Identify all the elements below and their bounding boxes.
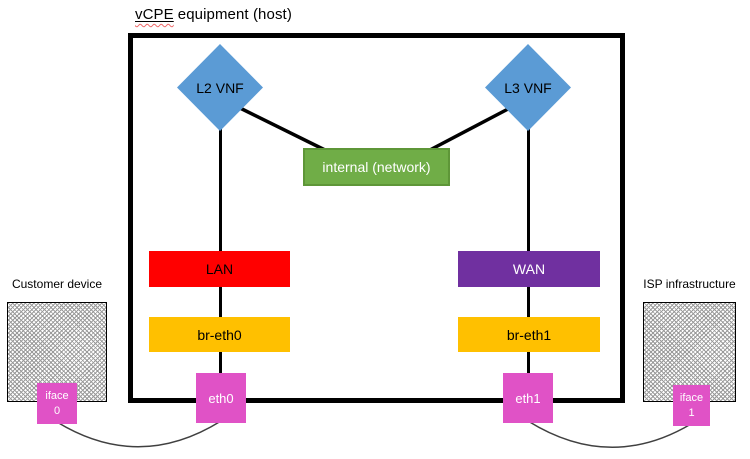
eth0-port-node: eth0 [196,373,246,423]
br-eth0-label: br-eth0 [197,326,242,343]
internal-network-label: internal (network) [322,159,431,175]
l3-vnf-label: L3 VNF [504,79,552,96]
br-eth1-bridge-node: br-eth1 [458,317,600,352]
br-eth1-label: br-eth1 [506,326,552,343]
host-boundary-box [128,33,625,403]
customer-device-label: Customer device [11,277,103,291]
iface1-number: 1 [688,406,695,419]
l2-vnf-label: L2 VNF [196,79,244,96]
wan-network-node: WAN [458,251,600,287]
cable-eth1-iface1 [527,420,692,448]
iface0-word: iface [45,389,69,402]
title-rest: equipment (host) [177,6,292,23]
link-l3vnf-internal [427,107,509,153]
iface1-port-node: iface 1 [673,385,710,426]
iface0-number: 0 [53,404,61,417]
cable-eth0-iface0 [56,420,222,448]
wan-label: WAN [512,261,546,277]
isp-infrastructure-label: ISP infrastructure [643,277,736,291]
internal-network-node: internal (network) [303,148,450,186]
lan-label: LAN [205,261,234,277]
title-word-vcpe: vCPE [135,6,174,23]
lan-network-node: LAN [149,251,290,287]
isp-infrastructure-box [643,302,736,402]
eth0-label: eth0 [208,390,234,406]
br-eth0-bridge-node: br-eth0 [149,317,290,352]
eth1-label: eth1 [515,390,541,406]
eth1-port-node: eth1 [503,373,553,423]
iface0-port-node: iface 0 [37,383,77,424]
iface1-word: iface [679,391,704,404]
link-l2vnf-internal [239,106,328,153]
